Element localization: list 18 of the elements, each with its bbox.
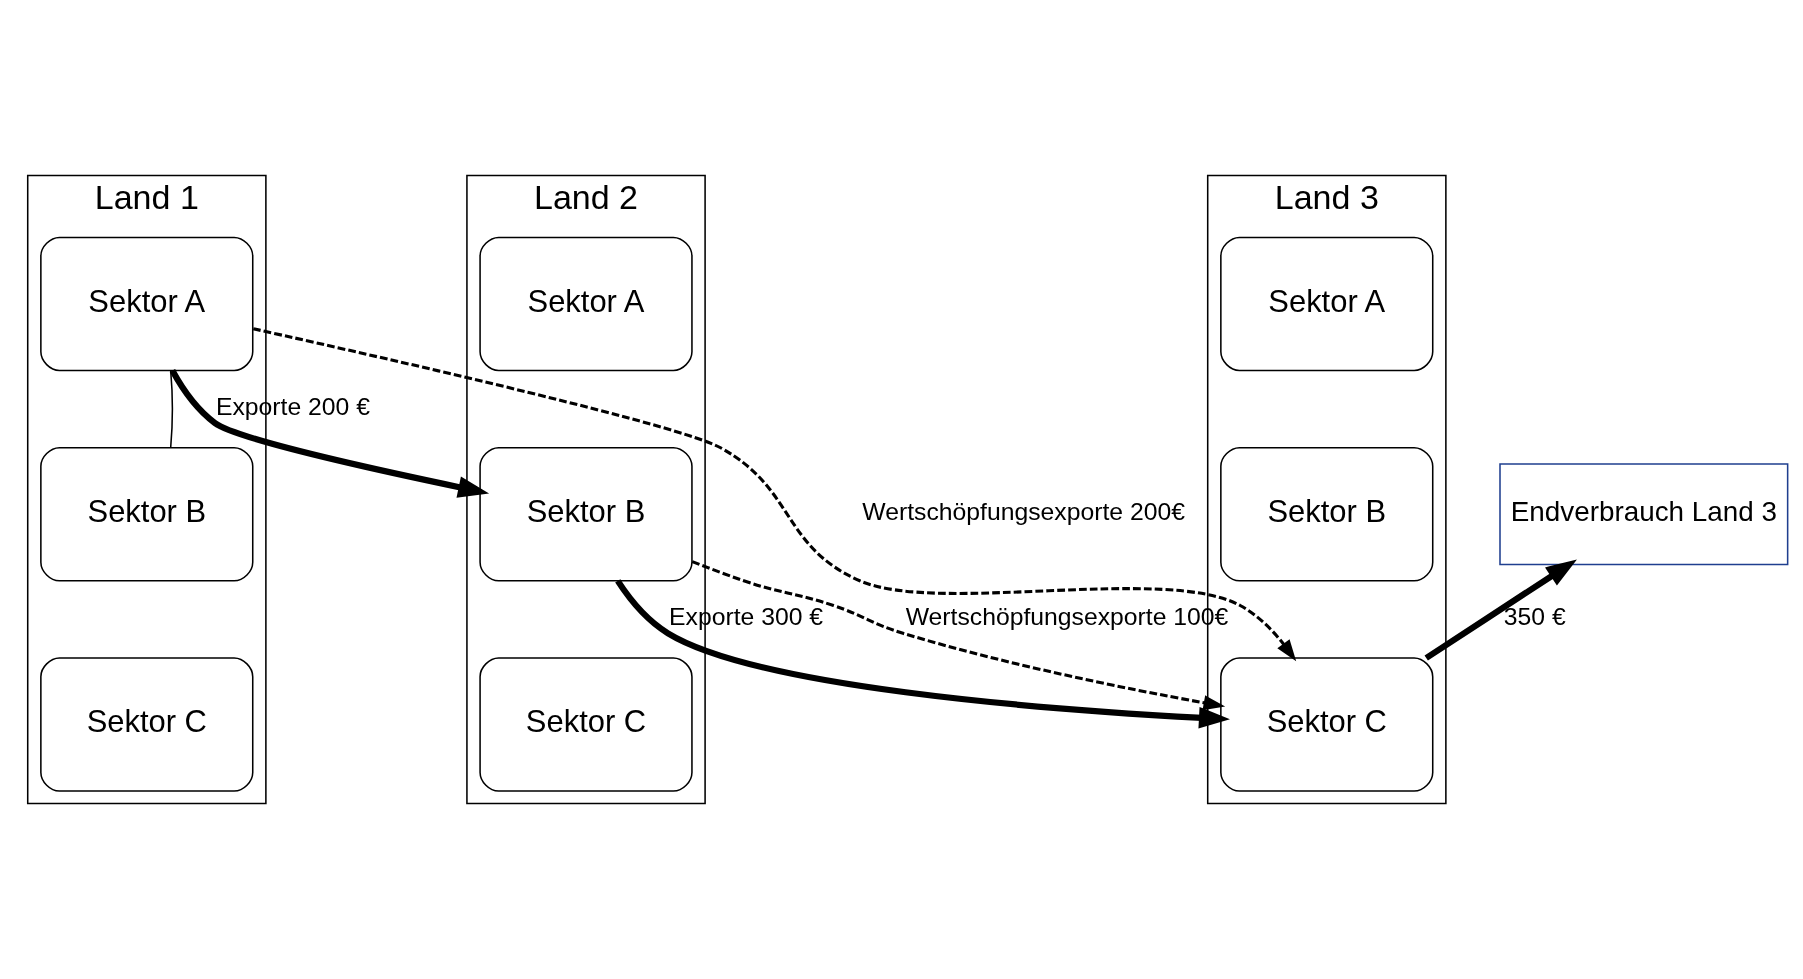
node-box: Endverbrauch Land 3 bbox=[1499, 463, 1789, 566]
node-box: Sektor B bbox=[1220, 446, 1434, 582]
edge-label: Wertschöpfungsexporte 200€ bbox=[862, 498, 1186, 526]
arrow bbox=[615, 579, 1230, 729]
node-box: Sektor C bbox=[1220, 657, 1434, 792]
node-box: Sektor A bbox=[479, 236, 693, 372]
edge-label: 350 € bbox=[1503, 603, 1566, 631]
node-box: Sektor A bbox=[1220, 236, 1434, 372]
node-box: Sektor C bbox=[40, 657, 254, 792]
node-box: Sektor C bbox=[479, 657, 693, 792]
node-box: Sektor A bbox=[40, 236, 254, 372]
node-box: Sektor B bbox=[40, 446, 254, 582]
arrow bbox=[169, 369, 490, 498]
arrow bbox=[691, 560, 1226, 711]
connector bbox=[169, 369, 174, 448]
arrow bbox=[1424, 559, 1577, 661]
arrow bbox=[252, 327, 1297, 662]
node-box: Sektor B bbox=[479, 446, 693, 582]
